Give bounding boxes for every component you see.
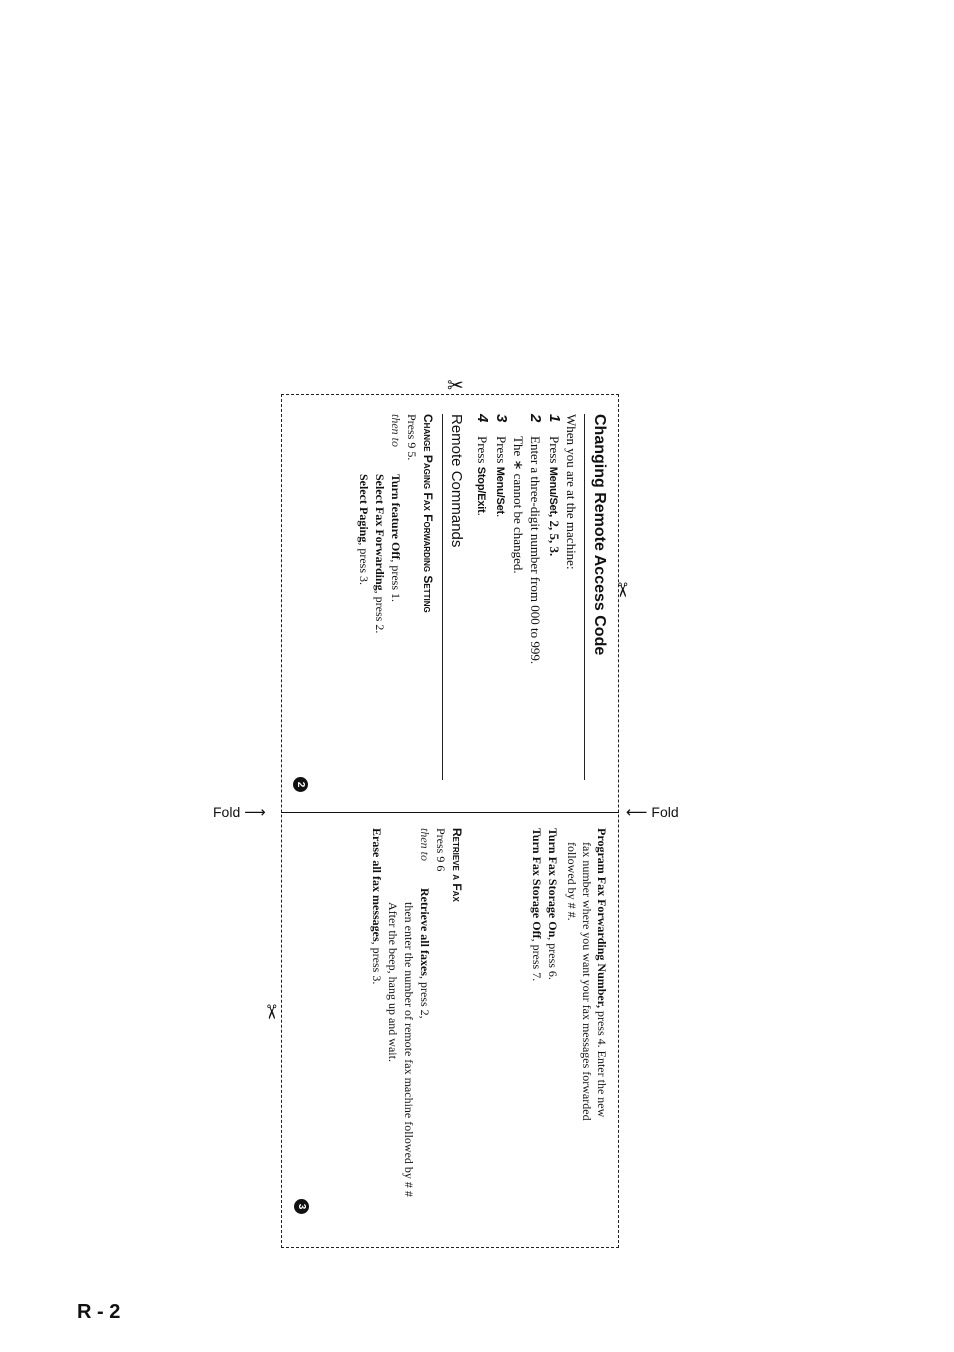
list-item: Select Paging, press 3.: [357, 474, 371, 585]
panel-remote-access: Changing Remote Access Code When you are…: [279, 414, 609, 786]
step-2: 2 Enter a three-digit number from 000 to…: [527, 414, 544, 665]
step-3: 3 Press Menu/Set.: [493, 414, 510, 518]
storage-off-item: Turn Fax Storage Off, press 7.: [530, 828, 544, 982]
page-badge-2: 2: [293, 777, 308, 792]
reference-card: [281, 394, 619, 1248]
fold-label-right: ⟵ Fold: [626, 803, 679, 821]
option-list: Retrieve all faxes, press 2, then enter …: [386, 888, 432, 1197]
remote-commands-heading: Remote Commands: [442, 414, 466, 780]
scissors-icon: ✂: [610, 581, 635, 599]
retrieve-section-title: Retrieve a Fax: [450, 828, 464, 902]
press-code: Press 9 6: [434, 828, 448, 872]
list-item: Select Fax Forwarding, press 2.: [373, 474, 387, 634]
step-1: 1 Press Menu/Set, 2, 5, 3.: [546, 414, 563, 557]
press-code: Press 9 5.: [405, 414, 419, 461]
intro-text: When you are at the machine:: [564, 414, 579, 570]
step-2-note: The ∗ cannot be changed.: [511, 436, 526, 574]
list-item: Turn feature Off, press 1.: [389, 474, 403, 603]
options-row: then to Retrieve all faxes, press 2, the…: [386, 828, 432, 1197]
storage-on-item: Turn Fax Storage On, press 6.: [546, 828, 560, 980]
step-4: 4 Press Stop/Exit.: [474, 414, 491, 516]
options-row: then to Turn feature Off, press 1. Selec…: [356, 414, 404, 634]
paging-section-title: Change Paging Fax Forwarding Setting: [421, 414, 435, 613]
option-list: Turn feature Off, press 1. Select Fax Fo…: [356, 474, 404, 633]
list-item: Retrieve all faxes, press 2,: [418, 888, 432, 1019]
fold-label-left: Fold ⟶: [213, 803, 266, 821]
page-badge-3: 3: [294, 1199, 309, 1214]
arrow-right-icon: ⟶: [244, 803, 266, 821]
program-forwarding-block: Program Fax Forwarding Number, press 4. …: [565, 828, 609, 1121]
page-number: R - 2: [77, 1301, 121, 1323]
list-item: Erase all fax messages, press 3.: [370, 828, 384, 985]
section-heading: Changing Remote Access Code: [584, 414, 609, 780]
fold-line: [281, 812, 619, 813]
scissors-icon: ✂: [447, 373, 464, 397]
panel-fax-commands: Program Fax Forwarding Number, press 4. …: [279, 828, 609, 1238]
arrow-left-icon: ⟵: [626, 803, 648, 821]
